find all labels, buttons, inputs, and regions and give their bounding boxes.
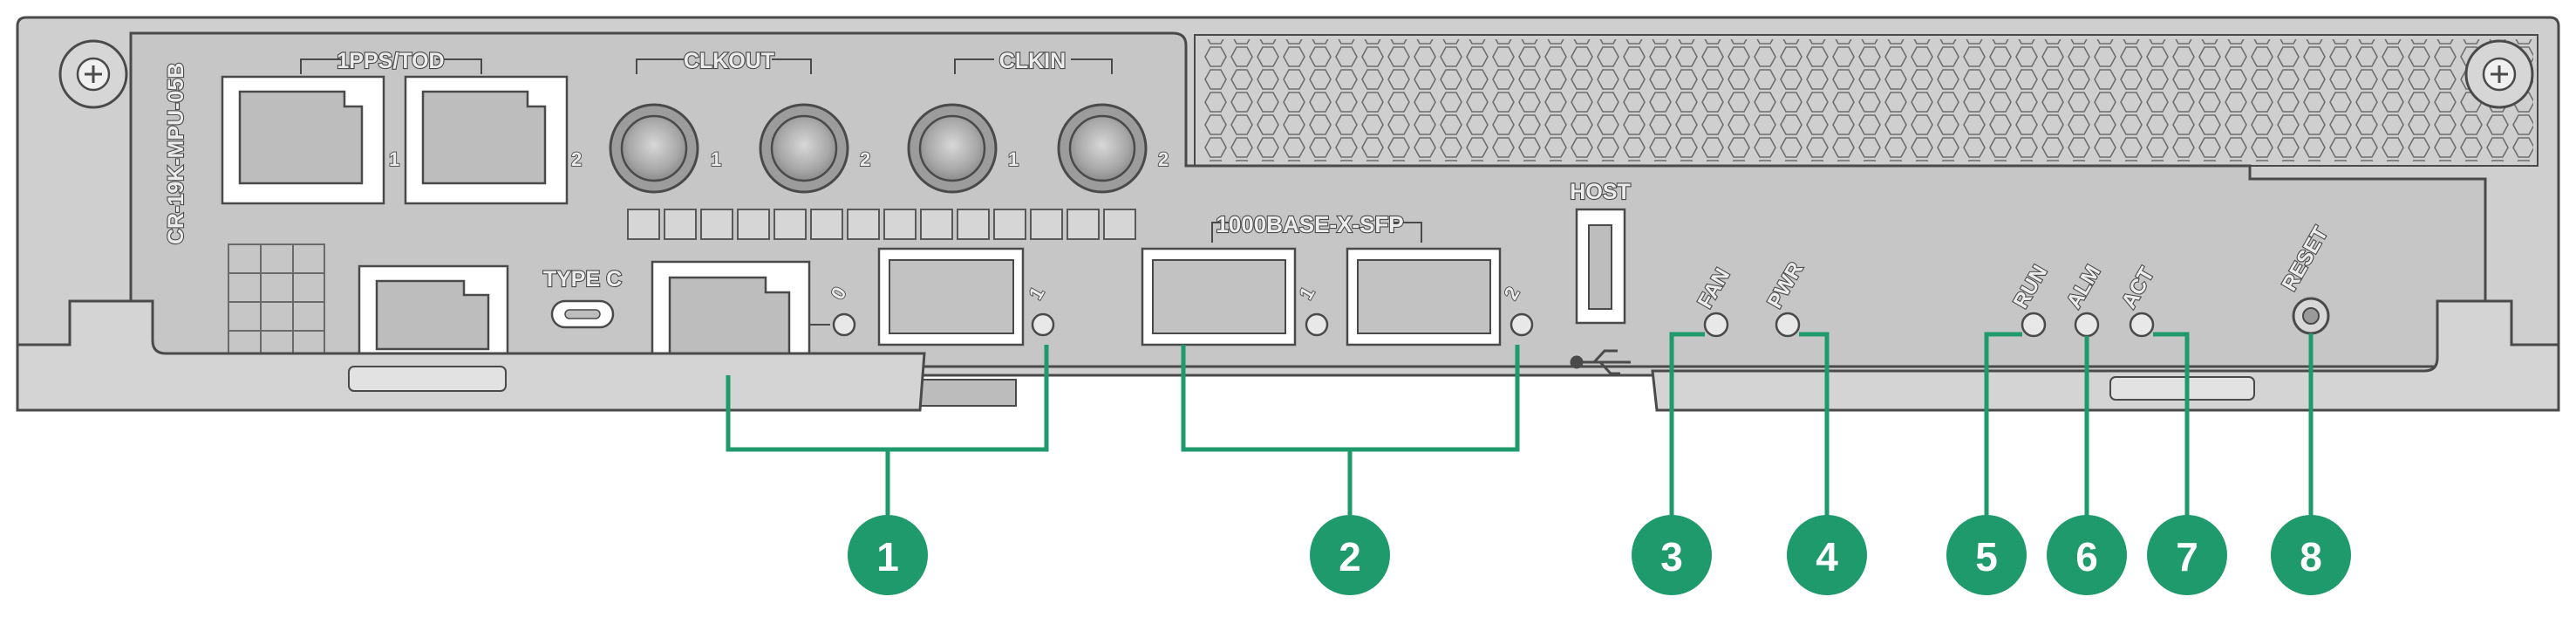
callout-6: 6 — [2047, 515, 2127, 595]
callout-number: 5 — [1975, 534, 1998, 579]
sfp-port-2[interactable] — [1346, 247, 1502, 346]
ejector-handle-left[interactable] — [16, 299, 926, 412]
bnc-connector-clkout-2[interactable] — [759, 103, 849, 194]
callout-number: 1 — [876, 534, 899, 579]
callout-circle — [848, 515, 928, 595]
callout-circle — [1787, 515, 1867, 595]
callout-number: 2 — [1339, 534, 1361, 579]
label-strip-cell — [957, 209, 990, 240]
clkin-port-1-number: 1 — [1008, 148, 1019, 170]
callout-circle — [2147, 515, 2227, 595]
label-strip-cell — [627, 209, 660, 240]
callout-number: 7 — [2176, 534, 2198, 579]
callout-7: 7 — [2147, 515, 2227, 595]
sfp-group-label: 1000BASE-X-SFP — [1216, 211, 1403, 237]
vent-grid — [1203, 39, 2533, 161]
reset-button[interactable] — [2292, 297, 2330, 335]
pps-tod-label: 1PPS/TOD — [337, 49, 444, 73]
callout-circle — [2271, 515, 2351, 595]
led-sfp-2 — [1509, 312, 1534, 337]
label-strip-cell — [993, 209, 1026, 240]
label-strip-cell — [1103, 209, 1136, 240]
label-strip-cell — [1067, 209, 1100, 240]
led-run — [2021, 312, 2047, 338]
pps-port-2-number: 2 — [571, 148, 582, 170]
callout-circle — [1632, 515, 1712, 595]
callout-number: 3 — [1660, 534, 1683, 579]
callout-circle — [1310, 515, 1390, 595]
callout-5: 5 — [1946, 515, 2027, 595]
usb-host-port[interactable] — [1575, 208, 1626, 325]
label-strip-cell — [847, 209, 880, 240]
callout-number: 8 — [2300, 534, 2322, 579]
label-strip-cell — [1030, 209, 1063, 240]
clkout-label: CLKOUT — [684, 49, 774, 73]
label-strip-cell — [883, 209, 917, 240]
led-port-1 — [1031, 312, 1055, 337]
label-strip-cell — [773, 209, 807, 240]
callout-circle — [1946, 515, 2027, 595]
led-act — [2129, 312, 2155, 338]
pps-port-1-number: 1 — [389, 148, 399, 170]
callout-number: 4 — [1816, 534, 1838, 579]
screw-left — [58, 39, 128, 109]
sfp-port-1[interactable] — [1141, 247, 1297, 346]
callout-4: 4 — [1787, 515, 1867, 595]
model-label: CR-19K-MPU-05B — [164, 63, 188, 244]
bnc-connector-clkin-2[interactable] — [1057, 103, 1148, 194]
callout-badges: 1 2 3 4 5 6 7 8 — [848, 515, 2351, 595]
label-strip-cell — [700, 209, 733, 240]
type-c-label: TYPE C — [543, 267, 622, 291]
usb-type-c-port[interactable] — [550, 299, 615, 329]
clkin-port-2-number: 2 — [1158, 148, 1169, 170]
sfp-port-management[interactable] — [877, 247, 1025, 346]
led-pwr — [1775, 312, 1801, 338]
label-strip-cell — [920, 209, 953, 240]
callout-3: 3 — [1632, 515, 1712, 595]
label-strip-cell — [737, 209, 770, 240]
callout-number: 6 — [2075, 534, 2098, 579]
clkout-port-2-number: 2 — [860, 148, 870, 170]
screw-right — [2464, 39, 2534, 109]
rj45-port-pps-2[interactable] — [404, 75, 569, 205]
label-strip-cell — [664, 209, 697, 240]
label-strip-cell — [810, 209, 843, 240]
label-strip — [627, 209, 1136, 240]
callout-1: 1 — [848, 515, 928, 595]
led-alm — [2074, 312, 2100, 338]
callout-8: 8 — [2271, 515, 2351, 595]
callout-2: 2 — [1310, 515, 1390, 595]
host-label: HOST — [1570, 180, 1630, 204]
led-fan — [1703, 312, 1729, 338]
led-port-0 — [832, 312, 856, 337]
callout-guides — [726, 332, 2314, 550]
callout-circle — [2047, 515, 2127, 595]
rj45-port-console[interactable] — [358, 264, 509, 360]
usb-icon — [1570, 349, 1631, 375]
bnc-connector-clkin-1[interactable] — [907, 103, 998, 194]
clkout-port-1-number: 1 — [711, 148, 721, 170]
clkin-label: CLKIN — [999, 49, 1066, 73]
led-sfp-1 — [1305, 312, 1329, 337]
rj45-port-pps-1[interactable] — [221, 75, 385, 205]
bnc-connector-clkout-1[interactable] — [609, 103, 699, 194]
ejector-handle-right[interactable] — [1651, 299, 2560, 412]
